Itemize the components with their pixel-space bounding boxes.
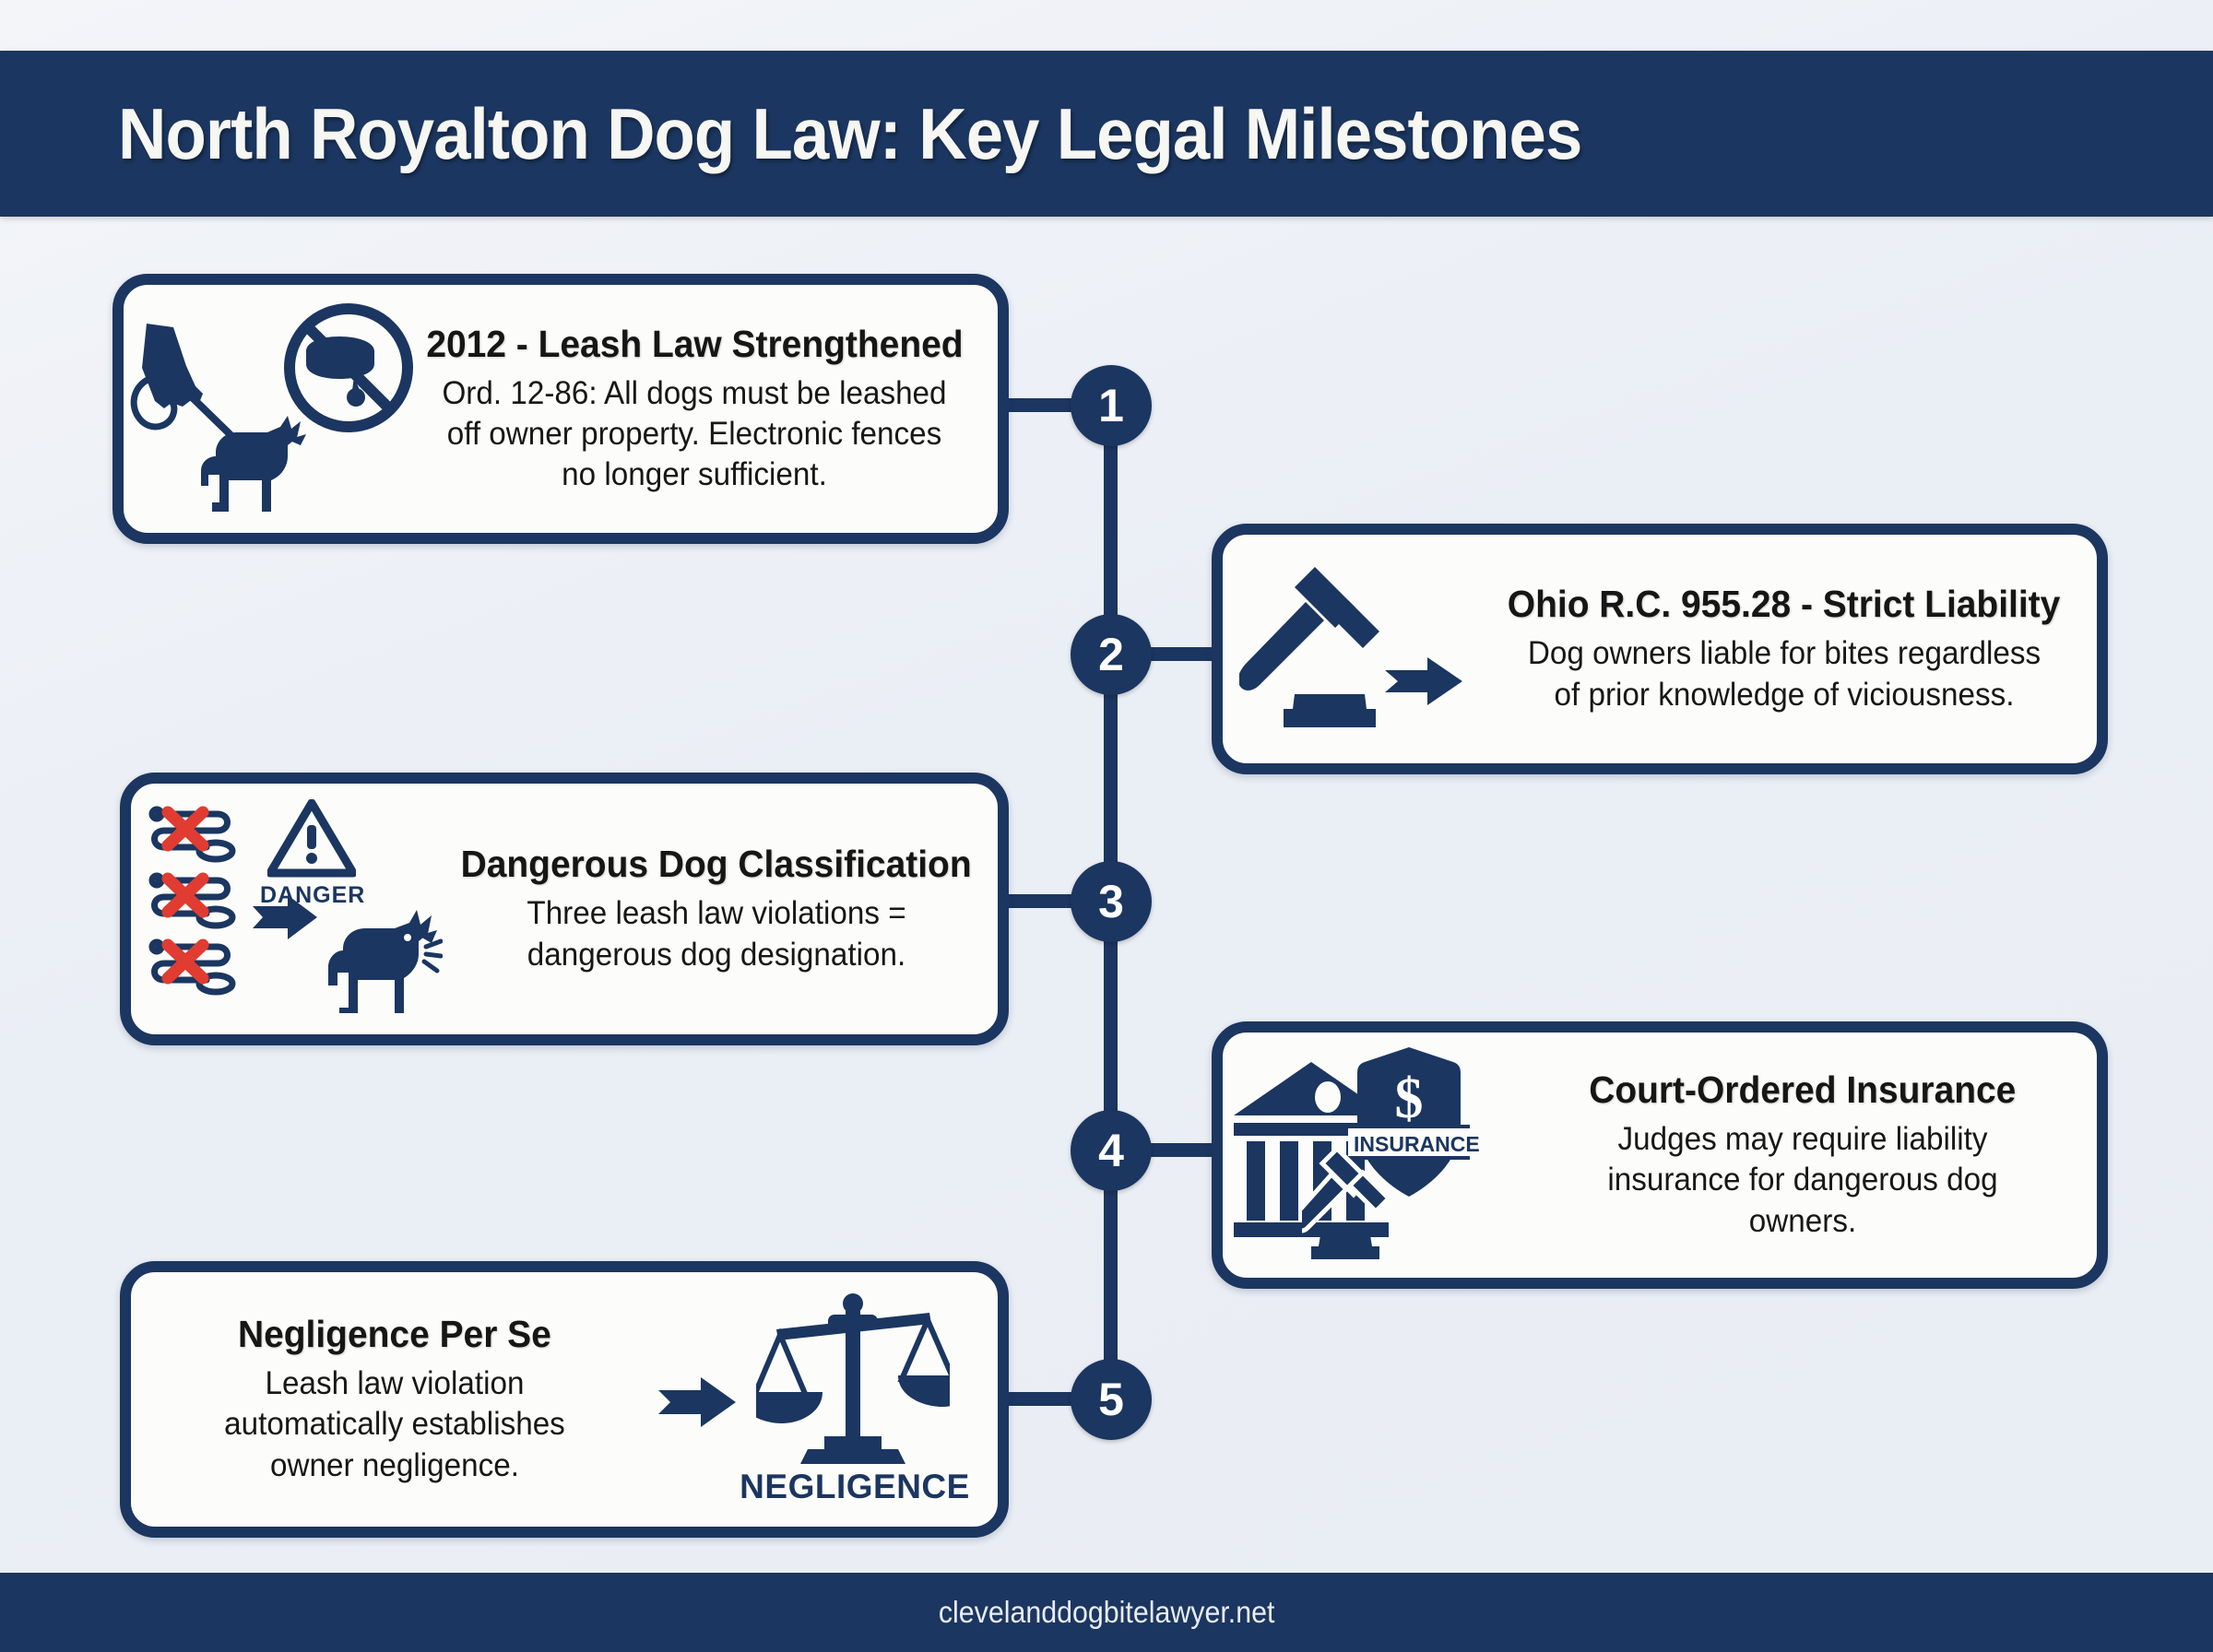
- card-1-icon-group: [124, 302, 413, 515]
- timeline-node-1-number: 1: [1098, 380, 1124, 431]
- milestone-card-2[interactable]: Ohio R.C. 955.28 - Strict Liability Dog …: [1212, 524, 2108, 774]
- no-collar-prohibition-icon: [284, 302, 413, 432]
- milestone-card-3[interactable]: DANGER Dangerous Dog Classification Thre…: [120, 773, 1009, 1045]
- timeline-node-5-number: 5: [1098, 1374, 1124, 1425]
- gavel-icon: [1302, 1145, 1392, 1259]
- arrow-right-icon: [658, 1377, 736, 1427]
- timeline-node-4-number: 4: [1098, 1125, 1124, 1176]
- card-4-body: Court-Ordered Insurance Judges may requi…: [1509, 1068, 2097, 1241]
- dog-on-leash-icon: [130, 323, 306, 512]
- timeline-node-1[interactable]: 1: [1071, 365, 1152, 446]
- card-2-title: Ohio R.C. 955.28 - Strict Liability: [1508, 583, 2061, 626]
- card-5-body: Negligence Per Se Leash law violation au…: [131, 1313, 647, 1485]
- timeline-node-3-number: 3: [1098, 876, 1124, 927]
- card-1-title: 2012 - Leash Law Strengthened: [425, 322, 964, 365]
- card-1-description: Ord. 12-86: All dogs must be leashed off…: [442, 374, 947, 493]
- milestone-card-5[interactable]: Negligence Per Se Leash law violation au…: [120, 1261, 1009, 1538]
- card-4-icon-group: $ INSURANCE: [1223, 1040, 1509, 1270]
- header-banner: North Royalton Dog Law: Key Legal Milest…: [0, 51, 2213, 217]
- card-2-icon-group: [1223, 552, 1472, 746]
- card-3-icon-label: DANGER: [260, 882, 366, 908]
- scales-of-justice-icon: [756, 1293, 950, 1464]
- footer-banner: clevelanddogbitelawyer.net: [0, 1573, 2213, 1652]
- card-5-icon-group: NEGLIGENCE: [647, 1280, 998, 1519]
- milestone-card-1[interactable]: 2012 - Leash Law Strengthened Ord. 12-86…: [112, 274, 1009, 544]
- card-5-title: Negligence Per Se: [238, 1313, 551, 1356]
- card-3-description: Three leash law violations = dangerous d…: [527, 895, 906, 973]
- card-4-description: Judges may require liability insurance f…: [1607, 1121, 1998, 1239]
- timeline-node-2-number: 2: [1098, 629, 1124, 680]
- milestone-card-4[interactable]: $ INSURANCE Court-Ordered Insurance Judg…: [1212, 1021, 2108, 1289]
- card-1-body: 2012 - Leash Law Strengthened Ord. 12-86…: [391, 323, 998, 495]
- arrow-right-icon: [253, 895, 317, 939]
- timeline-node-4[interactable]: 4: [1071, 1110, 1152, 1191]
- card-4-icon-label: INSURANCE: [1354, 1132, 1480, 1156]
- card-2-description: Dog owners liable for bites regardless o…: [1527, 635, 2041, 713]
- page-title: North Royalton Dog Law: Key Legal Milest…: [118, 92, 1582, 174]
- timeline-node-3[interactable]: 3: [1071, 861, 1152, 942]
- arrow-right-icon: [1385, 657, 1462, 705]
- timeline-node-2[interactable]: 2: [1071, 614, 1152, 695]
- insurance-shield-icon: $: [1348, 1047, 1470, 1197]
- danger-triangle-icon: [267, 799, 356, 878]
- card-3-title: Dangerous Dog Classification: [460, 843, 973, 886]
- card-3-body: Dangerous Dog Classification Three leash…: [435, 843, 998, 974]
- card-2-body: Ohio R.C. 955.28 - Strict Liability Dog …: [1472, 583, 2097, 714]
- gavel-icon: [1239, 567, 1379, 727]
- card-3-icon-group: DANGER: [131, 794, 443, 1024]
- card-4-title: Court-Ordered Insurance: [1589, 1068, 2017, 1112]
- card-5-icon-label: NEGLIGENCE: [740, 1468, 970, 1505]
- card-5-description: Leash law violation automatically establ…: [224, 1365, 565, 1483]
- timeline-node-5[interactable]: 5: [1071, 1359, 1152, 1440]
- barking-dog-icon: [328, 910, 443, 1013]
- three-crossed-leashes-icon: [148, 806, 236, 996]
- shield-dollar-symbol: $: [1395, 1068, 1424, 1130]
- footer-website: clevelanddogbitelawyer.net: [938, 1595, 1275, 1629]
